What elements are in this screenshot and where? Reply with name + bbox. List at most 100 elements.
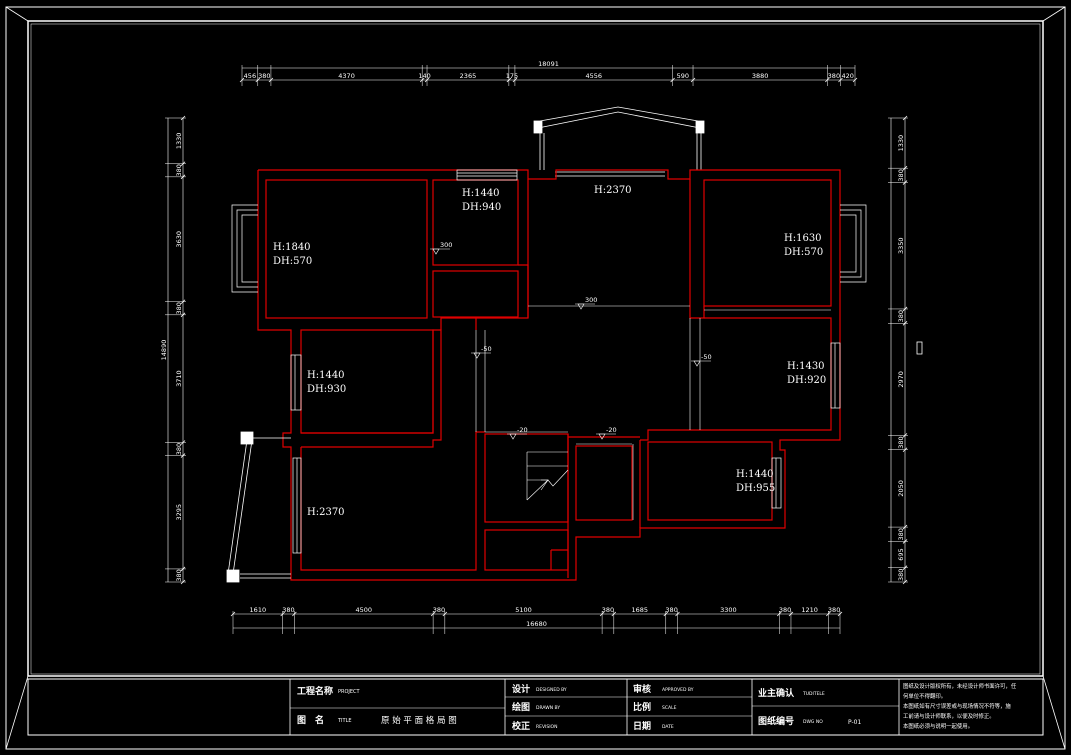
right-dim-8: 695 bbox=[897, 548, 905, 560]
room-stair bbox=[484, 433, 569, 523]
bottom-dim-0: 1610 bbox=[250, 606, 267, 614]
inner-border bbox=[27, 20, 1044, 677]
right-dim-4: 2970 bbox=[897, 371, 905, 388]
left-dim-1: 380 bbox=[175, 164, 183, 176]
date-label-en: DATE bbox=[662, 724, 674, 730]
bottom-dim-5: 380 bbox=[602, 606, 614, 614]
bottom-dim-3: 380 bbox=[433, 606, 445, 614]
designed-label: 设计 bbox=[512, 683, 530, 695]
room-label-6a: H:1430 bbox=[787, 361, 825, 372]
approved-label: 审核 bbox=[633, 683, 651, 695]
client-label: 业主确认 bbox=[758, 687, 795, 699]
note-line-2: 本图纸如有尺寸误差或与现场情况不符等，施 bbox=[903, 702, 1011, 710]
room-label-5b: DH:930 bbox=[307, 384, 346, 395]
left-dim-6: 3295 bbox=[175, 504, 183, 521]
inner-border-2 bbox=[30, 23, 1041, 675]
level-mark-4: -20 bbox=[517, 426, 528, 434]
dwg-no: P-01 bbox=[848, 719, 861, 726]
room-label-4a: H:1630 bbox=[784, 233, 822, 244]
right-dim-3: 380 bbox=[897, 310, 905, 322]
right-dimension-chain: 1330 380 3350 380 2970 380 2050 380 695 380 bbox=[888, 115, 908, 585]
room-bedroom-ne bbox=[703, 179, 832, 307]
right-dim-1: 380 bbox=[897, 169, 905, 181]
level-mark-5: -20 bbox=[606, 426, 617, 434]
left-dim-5: 380 bbox=[175, 443, 183, 455]
top-bay-window bbox=[533, 106, 705, 177]
note-line-1: 何单位不得翻印。 bbox=[903, 692, 946, 700]
drawing-name: 原 始 平 面 格 局 图 bbox=[381, 715, 457, 726]
right-dim-0: 1330 bbox=[897, 135, 905, 152]
left-dim-4: 3710 bbox=[175, 370, 183, 387]
room-label-7b: DH:955 bbox=[736, 483, 775, 494]
outer-border bbox=[5, 6, 1066, 750]
title-block-notes: 图纸及设计版权所有，未经设计师书面许可，任何单位不得翻印。本图纸如有尺寸误差或与… bbox=[903, 682, 1017, 730]
bottom-dim-8: 3300 bbox=[720, 606, 737, 614]
room-label-7a: H:1440 bbox=[736, 469, 774, 480]
windows bbox=[231, 169, 867, 554]
bottom-dim-6: 1685 bbox=[632, 606, 649, 614]
revision-label-en: REVISION bbox=[536, 724, 557, 730]
left-balcony bbox=[226, 431, 291, 583]
note-line-3: 工前请与设计师联系，以便及时修正。 bbox=[903, 712, 995, 720]
top-dim-1: 380 bbox=[258, 72, 270, 80]
level-mark-2: -50 bbox=[481, 345, 492, 353]
note-line-4: 本图纸必须与说明一起使用。 bbox=[903, 722, 973, 730]
right-dim-6: 2050 bbox=[897, 480, 905, 497]
bottom-dim-10: 1210 bbox=[801, 606, 818, 614]
project-label: 工程名称 bbox=[297, 685, 333, 697]
left-dim-7: 380 bbox=[175, 569, 183, 581]
note-line-0: 图纸及设计版权所有，未经设计师书面许可，任 bbox=[903, 682, 1017, 690]
room-label-1a: H:1840 bbox=[273, 242, 311, 253]
bottom-dim-total: 16680 bbox=[526, 620, 547, 628]
left-dim-total: 14890 bbox=[160, 340, 168, 361]
bottom-dim-2: 4500 bbox=[355, 606, 372, 614]
room-label-6b: DH:920 bbox=[787, 375, 826, 386]
top-dim-3: 140 bbox=[418, 72, 430, 80]
top-dim-10: 420 bbox=[842, 72, 854, 80]
scale-label-en: SCALE bbox=[662, 705, 677, 711]
room-bedroom-se bbox=[647, 441, 773, 521]
right-dim-5: 380 bbox=[897, 436, 905, 448]
top-dim-9: 380 bbox=[828, 72, 840, 80]
right-dim-7: 380 bbox=[897, 528, 905, 540]
room-label-8a: H:2370 bbox=[307, 507, 345, 518]
revision-label: 校正 bbox=[512, 720, 530, 732]
wall-outline bbox=[257, 169, 841, 581]
drawn-label-en: DRAWN BY bbox=[536, 705, 560, 711]
client-label-en: TUDITELE bbox=[802, 691, 825, 697]
right-dim-9: 380 bbox=[897, 569, 905, 581]
bottom-dim-7: 380 bbox=[665, 606, 677, 614]
room-bedroom-nw bbox=[265, 179, 428, 319]
top-dim-7: 590 bbox=[677, 72, 689, 80]
bottom-dim-9: 380 bbox=[779, 606, 791, 614]
room-label-2b: DH:940 bbox=[462, 202, 501, 213]
room-small-storage bbox=[432, 270, 519, 318]
left-dim-0: 1330 bbox=[175, 133, 183, 150]
project-label-en: PROJECT bbox=[338, 689, 361, 695]
right-dim-2: 3350 bbox=[897, 237, 905, 254]
approved-label-en: APPROVED BY bbox=[662, 687, 694, 693]
level-mark-0: 300 bbox=[585, 296, 597, 304]
left-dim-3: 380 bbox=[175, 302, 183, 314]
scale-label: 比例 bbox=[633, 701, 651, 713]
room-labels: H:1840 DH:570 H:1440 DH:940 H:2370 H:163… bbox=[273, 185, 826, 518]
room-label-5a: H:1440 bbox=[307, 370, 345, 381]
level-mark-3: -50 bbox=[701, 353, 712, 361]
room-label-4b: DH:570 bbox=[784, 247, 823, 258]
dwg-no-label: 图纸编号 bbox=[758, 715, 794, 727]
top-dim-5: 175 bbox=[506, 72, 518, 80]
top-dim-total: 18091 bbox=[538, 60, 559, 68]
room-label-3a: H:2370 bbox=[594, 185, 632, 196]
top-dim-4: 2365 bbox=[460, 72, 477, 80]
room-label-1b: DH:570 bbox=[273, 256, 312, 267]
drawing-name-label: 图 名 bbox=[297, 714, 324, 726]
room-label-2a: H:1440 bbox=[462, 188, 500, 199]
thin-lines bbox=[475, 305, 831, 520]
top-dim-0: 456 bbox=[244, 72, 256, 80]
room-closet bbox=[575, 445, 633, 521]
drawing-name-label-en: TITLE bbox=[337, 718, 352, 724]
